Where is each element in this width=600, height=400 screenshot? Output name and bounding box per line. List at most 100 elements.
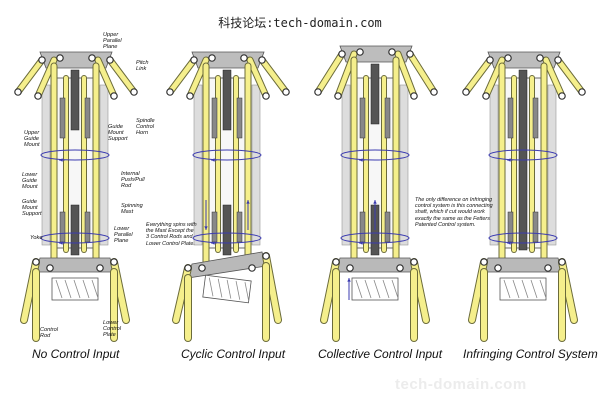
joint xyxy=(558,258,566,266)
joint xyxy=(388,48,396,56)
joint xyxy=(332,258,340,266)
joint xyxy=(554,56,562,64)
guide-mount-support xyxy=(59,97,66,139)
joint xyxy=(38,56,46,64)
plate-hatch xyxy=(226,279,232,299)
upper-guide-mount xyxy=(70,69,80,131)
right-pitch-link-fill xyxy=(107,57,137,95)
infringing-note: The only difference on Infringing contro… xyxy=(415,197,493,228)
guide-mount-support xyxy=(84,97,91,139)
joint xyxy=(346,264,354,272)
plate-hatch xyxy=(503,279,511,299)
right-pitch-link-fill xyxy=(407,51,437,95)
lower-control-plate xyxy=(351,277,399,301)
joint xyxy=(198,264,206,272)
joint xyxy=(106,56,114,64)
label-upper-guide-mount: Upper Guide Mount xyxy=(24,130,40,148)
joint xyxy=(430,88,438,96)
plate-hatch xyxy=(373,279,381,299)
caption-infringing-control: Infringing Control System xyxy=(463,347,598,361)
joint xyxy=(410,92,418,100)
joint xyxy=(494,264,502,272)
guide-mount-support xyxy=(359,211,366,243)
plate-hatch xyxy=(244,282,250,301)
watermark-bottom: tech-domain.com xyxy=(395,376,527,393)
joint xyxy=(578,88,586,96)
label-upper-parallel-plane: Upper Parallel Plane xyxy=(103,32,122,50)
plate-hatch xyxy=(82,279,90,299)
spin-indicator xyxy=(488,232,558,244)
rotor-assembly-infringing xyxy=(462,51,586,342)
mast-housing-right xyxy=(99,84,109,246)
flow-arrow-head xyxy=(246,200,250,204)
joint xyxy=(110,92,118,100)
guide-mount-support xyxy=(84,211,91,243)
plate-hatch xyxy=(217,278,223,298)
plate-hatch xyxy=(521,279,529,299)
spin-indicator-arrow-head xyxy=(59,241,63,245)
caption-cyclic-control: Cyclic Control Input xyxy=(181,347,286,361)
joint xyxy=(190,56,198,64)
joint xyxy=(544,264,552,272)
spin-indicator xyxy=(40,149,110,161)
joint xyxy=(406,50,414,58)
joint xyxy=(396,264,404,272)
joint xyxy=(96,264,104,272)
joint xyxy=(462,88,470,96)
lower-guide-mount xyxy=(70,204,80,256)
plate-hatch xyxy=(208,277,214,297)
label-guide-mount-support-bottom: Guide Mount Support xyxy=(22,199,42,217)
joint xyxy=(14,88,22,96)
lower-control-plate xyxy=(499,277,547,301)
plate-hatch xyxy=(64,279,72,299)
spin-indicator-arrow-head xyxy=(359,158,363,162)
watermark-top: 科技论坛:tech-domain.com xyxy=(218,16,382,30)
spin-indicator xyxy=(40,232,110,244)
guide-mount-support xyxy=(532,97,539,139)
joint xyxy=(248,264,256,272)
joint xyxy=(186,92,194,100)
flow-arrow-head xyxy=(373,200,377,204)
plate-hatch xyxy=(91,279,99,299)
mast-housing-right xyxy=(251,84,261,246)
right-spindle-horn-fill xyxy=(95,57,117,99)
spin-indicator xyxy=(488,149,558,161)
plate-hatch xyxy=(235,280,241,300)
joint xyxy=(536,54,544,62)
guide-mount-support xyxy=(236,97,243,139)
left-pitch-link-fill xyxy=(315,51,345,95)
plate-hatch xyxy=(355,279,363,299)
plate-hatch xyxy=(364,279,372,299)
joint xyxy=(338,50,346,58)
plate-hatch xyxy=(512,279,520,299)
joint xyxy=(88,54,96,62)
caption-collective-control: Collective Control Input xyxy=(318,347,443,361)
joint xyxy=(262,252,270,260)
plate-hatch xyxy=(530,279,538,299)
lower-control-plate xyxy=(202,274,252,304)
label-pitch-link: Pitch Link xyxy=(136,60,149,72)
joint xyxy=(334,92,342,100)
joint xyxy=(56,54,64,62)
plate-hatch xyxy=(73,279,81,299)
lower-guide-mount xyxy=(222,204,232,256)
guide-mount-support xyxy=(359,97,366,139)
right-spindle-horn-fill xyxy=(543,57,565,99)
label-spinning-mast: Spinning Mast xyxy=(121,203,143,215)
label-internal-push-pull-rod: Internal Push/Pull Rod xyxy=(121,171,145,189)
joint xyxy=(262,92,270,100)
plate-hatch xyxy=(382,279,390,299)
spin-indicator xyxy=(340,232,410,244)
right-spindle-horn-fill xyxy=(395,51,417,99)
right-pitch-link-fill xyxy=(259,57,289,95)
joint xyxy=(282,88,290,96)
right-pitch-link-fill xyxy=(555,57,585,95)
rotor-assembly-no-control xyxy=(14,51,138,342)
left-pitch-link-fill xyxy=(463,57,493,95)
spin-indicator xyxy=(192,149,262,161)
upper-guide-mount xyxy=(222,69,232,131)
rotor-assembly-cyclic xyxy=(166,51,290,342)
plate-hatch xyxy=(391,279,399,299)
